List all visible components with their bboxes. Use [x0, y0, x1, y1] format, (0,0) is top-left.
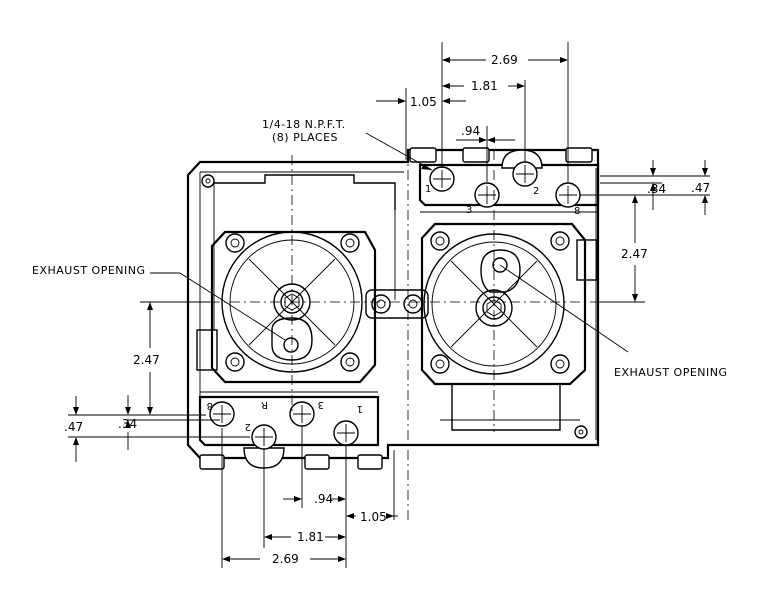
left-chamber — [210, 230, 377, 384]
dim-bottom-2-69: 2.69 — [272, 552, 299, 566]
left-chamber-bolts — [225, 233, 360, 372]
right-chamber-bolts — [430, 231, 570, 374]
dim-left-0-47: .47 — [64, 420, 83, 434]
dim-left-0-34: .34 — [118, 417, 137, 431]
dim-bottom-0-94: .94 — [314, 492, 333, 506]
dim-left-2-47: 2.47 — [133, 353, 160, 367]
dim-bottom-1-81: 1.81 — [297, 530, 324, 544]
callouts: 1/4-18 N.P.F.T. (8) PLACES EXHAUST OPENI… — [32, 118, 728, 379]
exhaust-opening-right-label: EXHAUST OPENING — [614, 366, 728, 379]
dimension-lines — [68, 42, 710, 568]
dim-top-2-69: 2.69 — [491, 53, 518, 67]
top-port-number-1: 1 — [425, 184, 431, 195]
bottom-port-number-2: 2 — [245, 421, 251, 432]
port-count-callout: (8) PLACES — [272, 131, 338, 144]
port-spec-callout: 1/4-18 N.P.F.T. — [262, 118, 346, 131]
dim-right-0-47: .47 — [691, 181, 710, 195]
bottom-mark-r: R — [261, 399, 268, 410]
top-manifold: 1 2 3 8 — [409, 147, 600, 217]
bottom-port-number-1: 1 — [357, 403, 363, 414]
bottom-port-number-3: 3 — [318, 399, 324, 410]
top-port-number-3: 3 — [466, 205, 472, 216]
bottom-ports — [209, 401, 359, 450]
center-lines — [150, 150, 628, 520]
dim-right-0-34: .34 — [647, 182, 666, 196]
bottom-port-number-8: 8 — [207, 400, 213, 411]
exhaust-opening-left-label: EXHAUST OPENING — [32, 264, 146, 277]
top-port-number-2: 2 — [533, 186, 539, 197]
dim-top-1-05: 1.05 — [410, 95, 437, 109]
top-port-number-8: 8 — [574, 206, 580, 217]
dim-top-0-94: .94 — [461, 124, 480, 138]
right-chamber — [420, 222, 587, 386]
dim-top-1-81: 1.81 — [471, 79, 498, 93]
dim-bottom-1-05: 1.05 — [360, 510, 387, 524]
dimension-labels: 2.69 1.81 1.05 .94 .34 .47 2.47 2.47 .47… — [64, 53, 710, 566]
arrowheads — [73, 57, 708, 562]
dim-right-2-47: 2.47 — [621, 247, 648, 261]
top-ports — [429, 161, 581, 208]
